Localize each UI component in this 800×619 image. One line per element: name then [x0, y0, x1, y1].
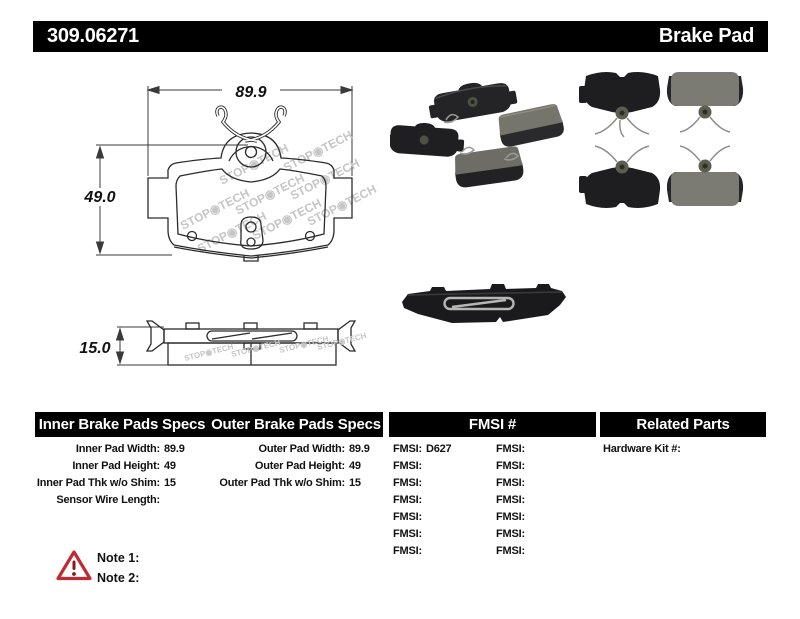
inner-specs-column: Inner Pad Width: 89.9 Inner Pad Height: … [32, 441, 185, 509]
table-row: FMSI: [496, 460, 525, 472]
note-1: Note 1: [97, 551, 140, 565]
title-bar: 309.06271 Brake Pad [33, 21, 768, 52]
technical-drawing: 89.9 49.0 15.0 STOP◉TECH STOP◉TECH STOP◉… [78, 80, 379, 366]
outer-specs-column: Outer Pad Width: 89.9 Outer Pad Height: … [217, 441, 370, 492]
table-row: FMSI: [496, 545, 525, 557]
dim-height-label: 49.0 [83, 189, 115, 206]
dim-width-label: 89.9 [235, 84, 266, 101]
table-row: FMSI: [393, 477, 422, 489]
header-fmsi: FMSI # [389, 412, 596, 437]
table-row: FMSI: [393, 528, 422, 540]
header-outer-specs: Outer Brake Pads Specs [211, 416, 381, 433]
table-row: FMSI: [393, 511, 422, 523]
table-row: Outer Pad Width: 89.9 [258, 443, 370, 455]
header-inner-specs: Inner Brake Pads Specs [38, 416, 206, 433]
part-number: 309.06271 [47, 25, 139, 47]
table-row: FMSI: [496, 528, 525, 540]
table-row: Outer Pad Height: 49 [254, 460, 361, 472]
related-parts-column: Hardware Kit #: [603, 441, 685, 458]
table-row: FMSI: [496, 443, 525, 455]
table-row: Sensor Wire Length: [56, 494, 160, 506]
table-row: FMSI: [496, 511, 525, 523]
table-row: FMSI: [393, 460, 422, 472]
pad-spring-clip [215, 105, 287, 143]
front-view-drawing [147, 132, 353, 262]
dimension-lines [78, 80, 354, 366]
product-photo-edge-view [402, 284, 566, 323]
table-row: Inner Pad Width: 89.9 [75, 443, 185, 455]
table-row: Outer Pad Thk w/o Shim: 15 [219, 477, 361, 489]
side-view-drawing [145, 320, 357, 366]
svg-text:STOP◉TECH: STOP◉TECH [183, 342, 234, 363]
product-photo-loose-pads [390, 82, 564, 188]
table-row: Inner Pad Thk w/o Shim: 15 [36, 477, 176, 489]
specs-table-header: Inner Brake Pads Specs Outer Brake Pads … [35, 412, 383, 437]
product-name: Brake Pad [658, 25, 754, 47]
note-2: Note 2: [97, 571, 140, 585]
table-row: Inner Pad Height: 49 [72, 460, 176, 472]
header-related-parts: Related Parts [600, 412, 766, 437]
table-row: Hardware Kit #: [603, 443, 681, 455]
fmsi-column-1: FMSI: D627 FMSI: FMSI: FMSI: FMSI: FMSI:… [393, 441, 454, 560]
table-row: FMSI: [393, 494, 422, 506]
edge-view-clip [443, 296, 515, 311]
table-row: FMSI: [393, 545, 422, 557]
fmsi-column-2: FMSI: FMSI: FMSI: FMSI: FMSI: FMSI: FMSI… [496, 441, 557, 560]
warning-icon [56, 550, 92, 581]
product-photo-pad-set [579, 72, 744, 208]
loose-clip-wires [443, 113, 520, 161]
table-row: FMSI: [496, 494, 525, 506]
table-row: FMSI: [496, 477, 525, 489]
dim-thickness-label: 15.0 [79, 340, 110, 357]
table-row: FMSI: D627 [393, 443, 452, 455]
